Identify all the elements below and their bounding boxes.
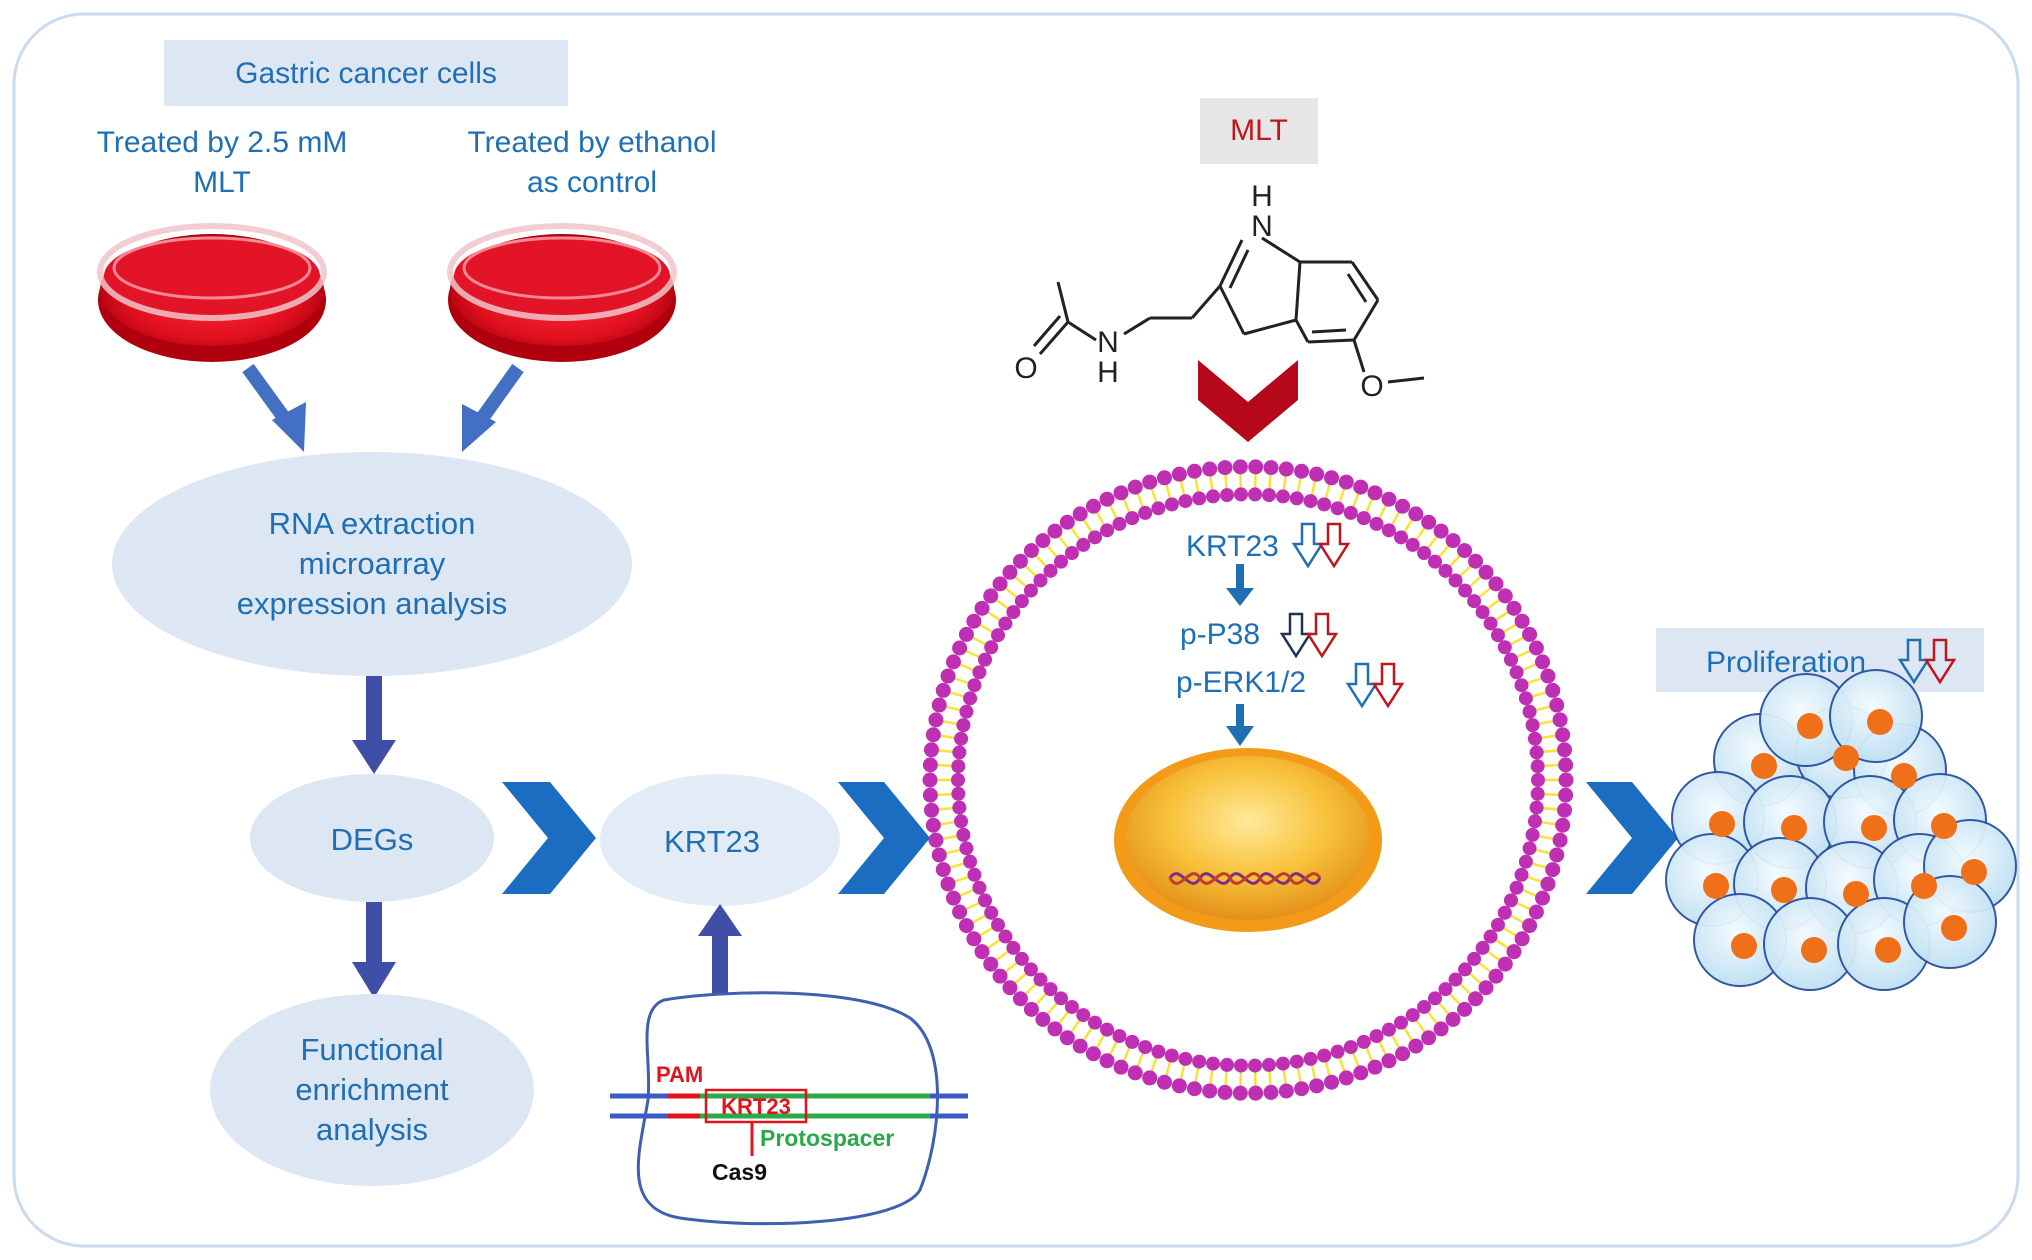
rna-extraction-line1: RNA extraction xyxy=(269,506,476,541)
atom-n-amide: N xyxy=(1097,326,1119,359)
mlt-to-cell-chevron-icon xyxy=(1198,360,1298,442)
cell-cluster-icon xyxy=(1665,669,2017,991)
dna-double-strand xyxy=(610,1088,968,1156)
mlt-label: MLT xyxy=(1230,114,1288,147)
cell-krt23-label: KRT23 xyxy=(1186,530,1279,563)
gastric-cells-label-box xyxy=(164,40,568,106)
melatonin-structure xyxy=(1032,236,1425,384)
treated-mlt-line1: Treated by 2.5 mM xyxy=(97,126,348,159)
atom-o-methoxy: O xyxy=(1360,370,1383,403)
petri-dish-mlt-icon xyxy=(97,223,327,362)
chevron-krt23-to-cell-icon xyxy=(838,782,930,894)
dna-helix-icon xyxy=(1168,872,1322,885)
protospacer-label: Protospacer xyxy=(760,1125,894,1151)
pp38-down-arrows-icon xyxy=(1279,612,1339,659)
degs-label: DEGs xyxy=(331,822,414,857)
arrow-dish-ethanol-to-rna-icon xyxy=(462,363,524,452)
arrow-dish-mlt-to-rna-icon xyxy=(242,363,306,452)
atom-h-ring: H xyxy=(1251,180,1273,213)
functional-enrichment-ellipse xyxy=(210,994,534,1186)
atom-h-amide: H xyxy=(1097,356,1119,389)
arrow-crispr-to-krt23-icon xyxy=(698,904,742,1002)
krt23-ellipse xyxy=(600,774,840,906)
crispr-cell-outline xyxy=(636,991,939,1226)
chevron-degs-to-krt23-icon xyxy=(502,782,596,894)
functional-line1: Functional xyxy=(300,1032,443,1067)
atom-o-carbonyl: O xyxy=(1014,352,1037,385)
treated-ethanol-line2: as control xyxy=(527,166,657,199)
functional-line2: enrichment xyxy=(295,1072,449,1107)
proliferation-down-arrows-icon xyxy=(1897,638,1957,685)
gastric-cells-label: Gastric cancer cells xyxy=(235,57,497,90)
crispr-krt23-label: KRT23 xyxy=(721,1094,791,1119)
mlt-label-box xyxy=(1200,98,1318,164)
treated-mlt-line2: MLT xyxy=(193,166,251,199)
arrow-rna-to-degs-icon xyxy=(352,676,396,774)
pam-label: PAM xyxy=(656,1062,703,1087)
krt23-label: KRT23 xyxy=(664,824,760,859)
atom-n-ring: N xyxy=(1251,210,1273,243)
cell-membrane xyxy=(922,459,1574,1101)
rna-extraction-ellipse xyxy=(112,452,632,676)
chevron-cell-to-proliferation-icon xyxy=(1586,782,1678,894)
rna-extraction-line3: expression analysis xyxy=(237,586,508,621)
treated-ethanol-line1: Treated by ethanol xyxy=(467,126,716,159)
arrow-krt23-to-pp38-icon xyxy=(1226,564,1254,606)
proliferation-label: Proliferation xyxy=(1706,646,1866,679)
cas9-label: Cas9 xyxy=(712,1159,767,1185)
cell-pp38-label: p-P38 xyxy=(1180,618,1260,651)
krt23-down-arrows-icon xyxy=(1291,522,1351,569)
arrow-degs-to-functional-icon xyxy=(352,902,396,998)
rna-extraction-line2: microarray xyxy=(299,546,446,581)
cell-perk-label: p-ERK1/2 xyxy=(1176,666,1306,699)
petri-dish-ethanol-icon xyxy=(447,223,677,362)
degs-ellipse xyxy=(250,774,494,902)
perk-down-arrows-icon xyxy=(1345,662,1405,709)
arrow-perk-to-nucleus-icon xyxy=(1226,704,1254,746)
functional-line3: analysis xyxy=(316,1112,428,1147)
nucleus xyxy=(1114,748,1382,932)
